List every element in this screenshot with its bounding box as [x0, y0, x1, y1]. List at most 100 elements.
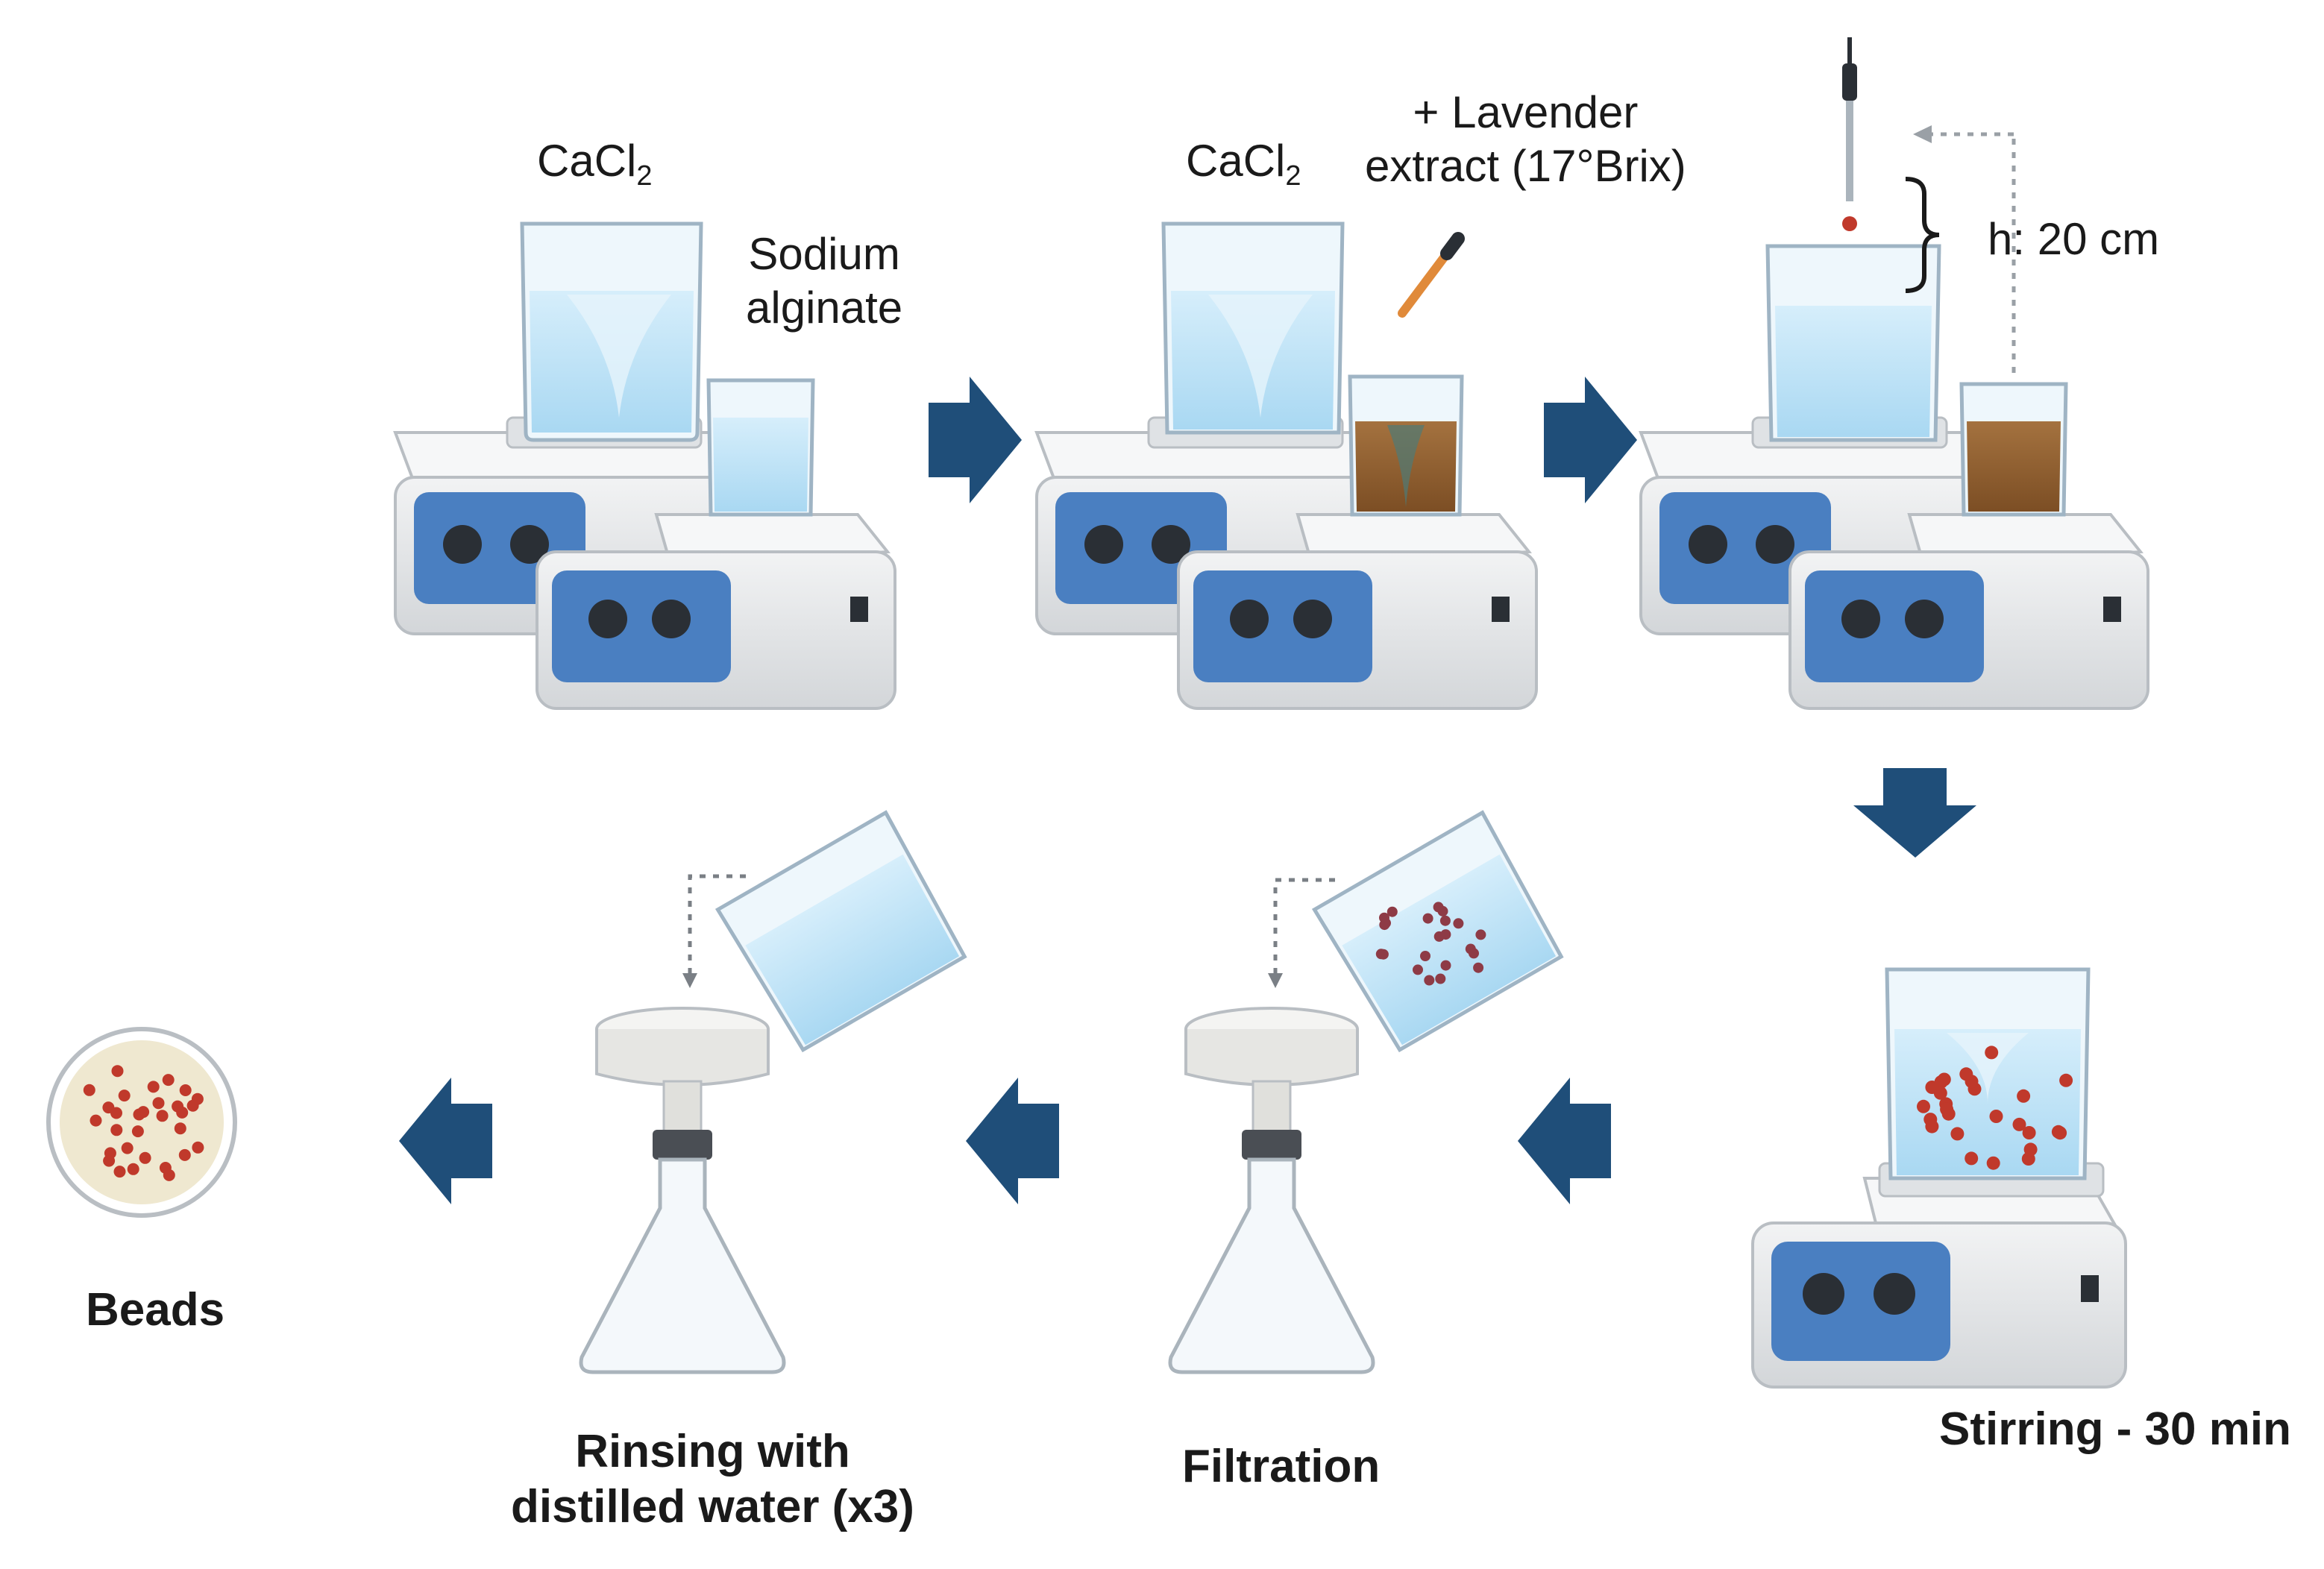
- pipette-icon: [1842, 37, 1857, 231]
- bead: [1959, 1067, 1973, 1081]
- beads-cluster-petri: [83, 1065, 204, 1181]
- bead: [1433, 902, 1444, 913]
- step3-group: [1639, 37, 2149, 710]
- bead: [178, 1148, 191, 1161]
- beaker-alginate-step1: [706, 378, 815, 517]
- bead: [1985, 1046, 1999, 1060]
- beads-cluster-step5: [1375, 902, 1486, 986]
- erlenmeyer-flask-step6: [579, 1157, 786, 1374]
- bead: [1950, 1127, 1965, 1141]
- dotted-pour-arrow-step6: [688, 874, 746, 977]
- bead: [2053, 1126, 2067, 1140]
- bead: [176, 1106, 189, 1119]
- step2-group: [1034, 221, 1538, 710]
- bead: [102, 1101, 115, 1114]
- bead: [1940, 1102, 1954, 1116]
- bead: [1420, 951, 1430, 961]
- dotted-transfer-arrow: [1917, 132, 2016, 373]
- bead: [1917, 1099, 1930, 1113]
- bead: [1435, 973, 1446, 984]
- bead: [139, 1151, 151, 1164]
- step6-group: [579, 810, 967, 1374]
- beaker-cacl2-step2: [1161, 221, 1345, 435]
- bead: [1473, 962, 1484, 973]
- beaker-extract-step3: [1959, 382, 2068, 517]
- bead: [159, 1162, 172, 1174]
- arrow-left-1: [1518, 1078, 1611, 1204]
- bead: [2022, 1126, 2036, 1139]
- bead: [83, 1084, 95, 1096]
- label-beads: Beads: [86, 1284, 225, 1336]
- bead: [127, 1163, 139, 1175]
- buchner-funnel-step6: [595, 1007, 770, 1160]
- bead: [1989, 1110, 2003, 1123]
- pouring-beaker-step5: [1311, 810, 1564, 1053]
- bead: [1933, 1086, 1947, 1100]
- stirrer-extract-step3: [1788, 513, 2149, 710]
- bead: [1378, 949, 1389, 960]
- bead: [89, 1114, 102, 1127]
- label-lavender-extract: + Lavender extract (17°Brix): [1365, 87, 1686, 191]
- bead: [118, 1090, 131, 1102]
- bead: [1965, 1151, 1979, 1166]
- bead: [1440, 960, 1451, 971]
- label-drop-height: h: 20 cm: [1988, 214, 2160, 264]
- bead: [1925, 1119, 1939, 1133]
- step1-group: [393, 221, 896, 710]
- petri-dish-icon: [46, 1027, 237, 1218]
- bead: [1937, 1072, 1951, 1087]
- bead: [1986, 1156, 2000, 1170]
- bead: [131, 1125, 144, 1138]
- bead: [2017, 1089, 2031, 1103]
- arrow-down-1: [1853, 768, 1976, 858]
- bead: [191, 1092, 204, 1105]
- beaker-cacl2-step3: [1765, 244, 1941, 442]
- bead: [1453, 918, 1464, 929]
- arrow-right-2: [1544, 377, 1637, 503]
- label-sodium-alginate: Sodium alginate: [746, 229, 903, 333]
- beaker-cacl2-step1: [520, 221, 703, 442]
- step5-group: [1168, 810, 1564, 1374]
- bead: [179, 1084, 192, 1096]
- label-stirring: Stirring - 30 min: [1939, 1403, 2291, 1455]
- arrow-left-2: [966, 1078, 1059, 1204]
- bead: [137, 1106, 150, 1119]
- arrow-left-3: [399, 1078, 492, 1204]
- bead: [1381, 917, 1391, 928]
- beaker-beads-step4: [1885, 967, 2091, 1180]
- arrow-right-1: [929, 377, 1022, 503]
- stirrer-step4: [1751, 1162, 2127, 1389]
- bead: [1422, 913, 1433, 924]
- dropper-icon: [1398, 232, 1465, 318]
- bead: [162, 1074, 175, 1087]
- label-cacl2-step2: CaCl2: [1186, 136, 1301, 192]
- label-filtration: Filtration: [1182, 1441, 1381, 1492]
- bead: [2023, 1142, 2038, 1157]
- bead: [156, 1110, 169, 1122]
- dotted-pour-arrow-step5: [1273, 878, 1335, 977]
- label-cacl2-step1: CaCl2: [537, 136, 653, 192]
- bead: [113, 1166, 126, 1178]
- bead: [103, 1154, 116, 1167]
- bead: [1386, 906, 1398, 917]
- height-brace: [1905, 177, 1940, 293]
- bead: [1469, 948, 1479, 959]
- stirrer-alginate-step1: [536, 513, 896, 710]
- bead: [174, 1122, 186, 1135]
- bead: [110, 1124, 123, 1136]
- bead: [147, 1081, 160, 1093]
- beads-cluster-step4: [1917, 1046, 2073, 1170]
- bead: [1424, 975, 1435, 986]
- beaker-extract-step2: [1348, 374, 1464, 517]
- pouring-beaker-step6: [715, 810, 967, 1053]
- bead: [121, 1142, 134, 1154]
- label-rinsing: Rinsing with distilled water (x3): [511, 1426, 914, 1533]
- bead: [152, 1097, 165, 1110]
- bead: [2059, 1073, 2073, 1087]
- stirrer-extract-step2: [1177, 513, 1538, 710]
- step4-group: [1751, 967, 2127, 1389]
- bead: [1475, 929, 1486, 940]
- erlenmeyer-flask-step5: [1168, 1157, 1375, 1374]
- bead: [1439, 915, 1451, 926]
